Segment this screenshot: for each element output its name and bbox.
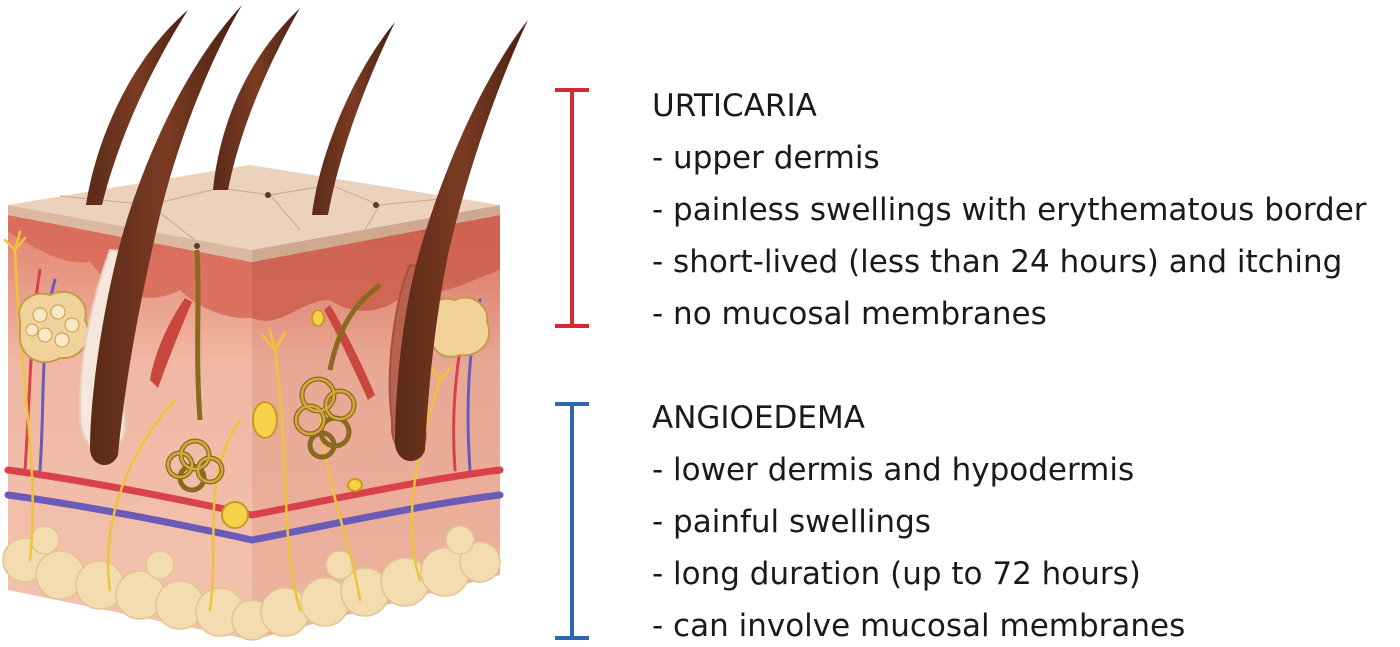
angioedema-point: - long duration (up to 72 hours) <box>652 556 1141 592</box>
angioedema-point: - can involve mucosal membranes <box>652 608 1186 644</box>
vein <box>4 491 504 544</box>
angioedema-point: - lower dermis and hypodermis <box>652 452 1135 488</box>
urticaria-point: - short-lived (less than 24 hours) and i… <box>652 244 1343 280</box>
skin-top-surface <box>8 165 500 250</box>
skin-cross-section-illustration <box>2 5 528 641</box>
angioedema-point: - painful swellings <box>652 504 931 540</box>
urticaria-point: - painless swellings with erythematous b… <box>652 192 1367 228</box>
arrector-pili-muscle <box>150 298 375 400</box>
urticaria-description: URTICARIA - upper dermis - painless swel… <box>652 80 1397 340</box>
urticaria-point: - no mucosal membranes <box>652 296 1047 332</box>
angioedema-title: ANGIOEDEMA <box>652 400 865 436</box>
artery <box>4 466 504 519</box>
nerve-ending <box>221 309 363 529</box>
urticaria-depth-bracket <box>555 88 589 328</box>
angioedema-description: ANGIOEDEMA - lower dermis and hypodermis… <box>652 392 1397 647</box>
hair <box>86 5 528 466</box>
angioedema-depth-bracket <box>555 402 589 640</box>
urticaria-title: URTICARIA <box>652 88 817 124</box>
urticaria-point: - upper dermis <box>652 140 880 176</box>
hypodermis-fat <box>2 525 501 641</box>
